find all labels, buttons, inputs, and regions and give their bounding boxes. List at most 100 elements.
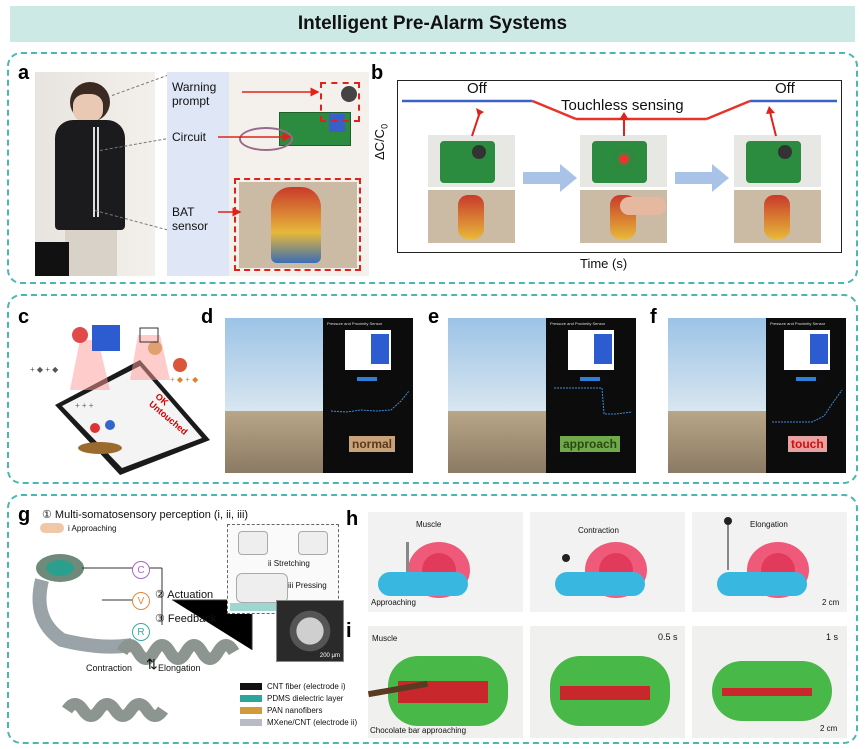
chart-b-segment-7 [706, 99, 751, 121]
panel-row-1 [7, 52, 858, 284]
legend-label-1: PDMS dielectric layer [267, 694, 344, 703]
i-time-1: 0.5 s [658, 632, 678, 642]
label-i: i [346, 620, 352, 642]
v-node-label: V [137, 595, 145, 607]
h-photo-3: Elongation 2 cm [692, 512, 847, 612]
g-contraction-label: Contraction [86, 663, 133, 673]
r-node: R [132, 623, 150, 641]
i-photo-2: 0.5 s [530, 626, 685, 738]
i-photo-1: Muscle Chocolate bar approaching [367, 626, 523, 738]
v-node: V [132, 592, 150, 610]
g-pressing-label: iii Pressing [288, 581, 327, 590]
g-feedback-label: ③ Feedback [155, 613, 217, 625]
circuit-photo [229, 72, 369, 276]
sensor-label: BAT sensor [172, 205, 209, 233]
legend-label-2: PAN nanofibers [267, 706, 323, 715]
chart-b-xlabel: Time (s) [580, 256, 628, 271]
h-photo-2: Contraction [530, 512, 685, 612]
person-photo [35, 72, 155, 276]
b-flow-arrows [523, 164, 729, 192]
g-sem-image: 200 μm [276, 600, 344, 662]
c-node: C [132, 561, 150, 579]
g-updown-icon: ⇅ [146, 656, 158, 672]
h-muscle-label: Muscle [416, 520, 442, 529]
panel-row-3 [7, 494, 858, 744]
chart-b-plot [402, 99, 837, 121]
warning-label: Warning prompt [172, 80, 217, 108]
f-photo [668, 318, 766, 473]
b-red-arrows [471, 106, 777, 137]
g-actuation-label: ② Actuation [155, 589, 214, 601]
legend-swatch-3 [240, 719, 262, 726]
label-g: g [18, 504, 31, 526]
sensor-box [234, 178, 361, 271]
label-f: f [650, 306, 657, 328]
g-schematic [32, 554, 253, 722]
g-sem-scale: 200 μm [319, 653, 340, 659]
label-e: e [428, 306, 440, 328]
i-photo-3: 1 s 2 cm [692, 626, 847, 738]
legend-swatch-1 [240, 695, 262, 702]
h-scale-label: 2 cm [822, 598, 840, 607]
e-screen-title: Pressure and Proximity Sensor [550, 321, 606, 326]
label-h: h [346, 508, 359, 530]
legend-row-0: CNT fiber (electrode i) [240, 682, 346, 691]
f-screen-title: Pressure and Proximity Sensor [770, 321, 826, 326]
chart-b-segment-3 [532, 99, 577, 121]
label-d: d [201, 306, 214, 328]
svg-text:+ ◆ + ◆: + ◆ + ◆ [30, 365, 59, 374]
label-panel-bg [167, 72, 229, 276]
panel-row-2 [7, 294, 858, 484]
chart-b-off-1: Off [467, 80, 487, 97]
d-status-badge: normal [349, 436, 396, 452]
ylabel-sub: 0 [379, 123, 390, 129]
ylabel-main: ΔC/C [372, 128, 387, 160]
h-contraction-label: Contraction [578, 526, 619, 535]
i-time-2: 1 s [826, 632, 839, 642]
legend-row-1: PDMS dielectric layer [240, 694, 343, 703]
i-scale-label: 2 cm [820, 724, 838, 733]
g-perception-title: ① Multi-somatosensory perception (i, ii,… [42, 509, 249, 521]
label-a: a [18, 62, 30, 84]
f-status-badge: touch [788, 436, 827, 452]
h-photo-1: Muscle Approaching [368, 512, 523, 612]
d-screen: Pressure and Proximity Sensor normal [323, 318, 413, 473]
g-approaching-label: i Approaching [68, 524, 117, 533]
d-photo [225, 318, 323, 473]
h-approaching-label: Approaching [371, 598, 416, 607]
e-photo [448, 318, 546, 473]
label-c: c [18, 306, 30, 328]
h-elongation-label: Elongation [750, 520, 788, 529]
warning-box [320, 82, 360, 122]
b-photo-1 [428, 135, 515, 243]
e-status-badge: approach [560, 436, 621, 452]
circuit-label: Circuit [172, 130, 207, 144]
chart-b-touchless: Touchless sensing [561, 97, 684, 114]
e-screen: Pressure and Proximity Sensor approach [546, 318, 636, 473]
legend-swatch-2 [240, 707, 262, 714]
chart-b-ylabel: ΔC/C0 [372, 124, 390, 160]
b-photo-2 [580, 135, 667, 243]
c-node-label: C [137, 564, 145, 576]
f-screen: Pressure and Proximity Sensor touch [766, 318, 846, 473]
svg-text:+ + +: + + + [75, 401, 94, 410]
i-chocolate-label: Chocolate bar approaching [370, 726, 467, 735]
legend-row-2: PAN nanofibers [240, 706, 322, 715]
g-elongation-label: Elongation [158, 663, 201, 673]
r-node-label: R [137, 626, 145, 638]
page-title: Intelligent Pre-Alarm Systems [10, 6, 855, 42]
d-screen-title: Pressure and Proximity Sensor [327, 321, 383, 326]
c-illustration: + ◆ + ◆ + ◆ + ◆ + + + OK Untouched [20, 320, 220, 475]
b-photo-3 [734, 135, 821, 243]
i-muscle-label: Muscle [372, 634, 398, 643]
legend-row-3: MXene/CNT (electrode ii) [240, 718, 357, 727]
legend-label-3: MXene/CNT (electrode ii) [267, 718, 358, 727]
label-arrows [218, 87, 320, 217]
legend-label-0: CNT fiber (electrode i) [267, 682, 346, 691]
label-b: b [371, 62, 384, 84]
svg-text:+ ◆ + ◆: + ◆ + ◆ [170, 375, 199, 384]
chart-b-off-2: Off [775, 80, 795, 97]
g-stretching-label: ii Stretching [268, 559, 310, 568]
chart-b-frame [397, 80, 842, 253]
hand-icon [40, 523, 64, 533]
